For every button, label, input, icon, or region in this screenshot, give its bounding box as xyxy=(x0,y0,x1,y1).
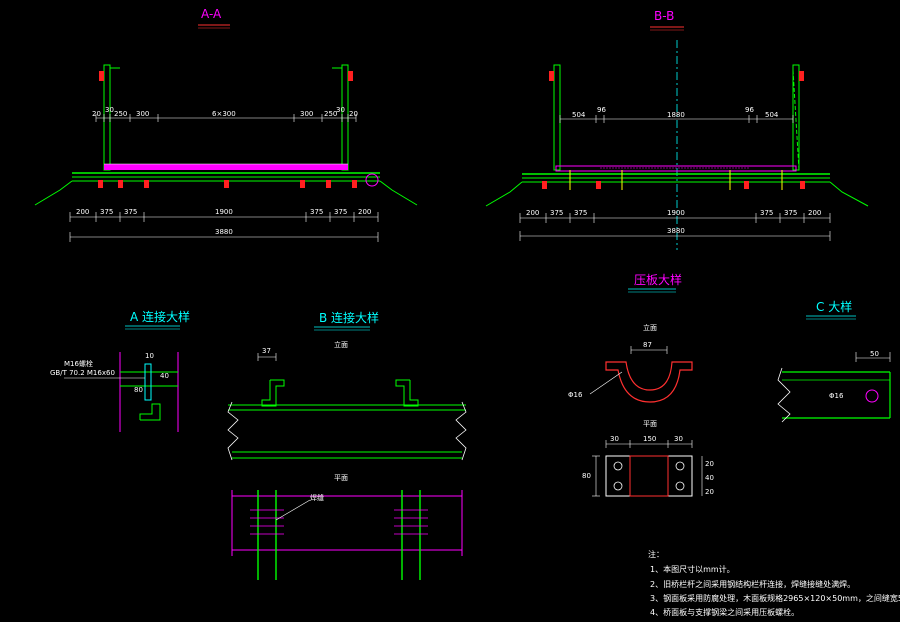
detail-c-dim: 50 xyxy=(870,350,879,358)
detail-clamp: 压板大样 立面 87 Φ16 平面 30 150 30 80 20 xyxy=(568,272,714,497)
clamp-plan-label: 平面 xyxy=(643,420,657,428)
detail-a-dim-v1: 80 xyxy=(134,386,143,394)
detail-c-title: C 大样 xyxy=(816,299,852,314)
notes: 注： 1、本图尺寸以mm计。 2、旧桥栏杆之间采用钢结构栏杆连接，焊缝接缝处满焊… xyxy=(648,549,900,617)
clamp-dim-0: 30 xyxy=(610,435,619,443)
detail-c-phi: Φ16 xyxy=(829,392,844,400)
dim-aa-t7: 30 xyxy=(336,106,345,114)
dim-bb-b6: 200 xyxy=(808,209,821,217)
dim-bb-t0: 504 xyxy=(572,111,586,119)
detail-a-dim: 10 xyxy=(145,352,154,360)
railing-left-bb xyxy=(549,64,561,171)
clamp-phi: Φ16 xyxy=(568,391,583,399)
note-4: 4、桥面板与支撑钢梁之间采用压板螺栓。 xyxy=(650,607,799,617)
dim-aa-t5: 300 xyxy=(300,110,313,118)
clamp-dim-1: 150 xyxy=(643,435,656,443)
dim-bb-t3: 96 xyxy=(745,106,754,114)
dim-aa-b1: 375 xyxy=(100,208,113,216)
detail-b-plan-label: 平面 xyxy=(334,474,348,482)
dim-bb-b5: 375 xyxy=(784,209,797,217)
section-b-b-title: B-B xyxy=(654,9,674,23)
dim-aa-b6: 200 xyxy=(358,208,371,216)
dim-bb-b2: 375 xyxy=(574,209,587,217)
dim-bb-t2: 1880 xyxy=(667,111,685,119)
detail-a-bolt-1: M16螺栓 xyxy=(64,359,93,368)
clamp-dim-r1: 20 xyxy=(705,460,714,468)
detail-a-bolt-2: GB/T 70.2 M16x60 xyxy=(50,369,115,377)
section-b-b-bottom-dims xyxy=(519,213,831,241)
dim-aa-t0: 20 xyxy=(92,110,101,118)
detail-a-title: A 连接大样 xyxy=(130,309,190,324)
detail-b-dim: 37 xyxy=(262,347,271,355)
note-1: 1、本图尺寸以mm计。 xyxy=(650,564,735,574)
detail-b: B 连接大样 立面 37 平面 xyxy=(227,310,467,580)
dim-bb-b3: 1900 xyxy=(667,209,685,217)
dim-aa-t8: 20 xyxy=(349,110,358,118)
section-a-a-top-dims xyxy=(95,114,357,122)
detail-b-title: B 连接大样 xyxy=(319,310,379,325)
dim-bb-t1: 96 xyxy=(597,106,606,114)
detail-c: C 大样 50 Φ16 xyxy=(777,299,891,423)
section-a-a-title: A-A xyxy=(201,7,222,21)
section-b-b-deck xyxy=(485,165,869,207)
dim-aa-t3: 300 xyxy=(136,110,149,118)
note-2: 2、旧桥栏杆之间采用钢结构栏杆连接，焊缝接缝处满焊。 xyxy=(650,579,855,589)
detail-b-elevation-label: 立面 xyxy=(334,340,348,349)
section-a-a: A-A 20 30 250 xyxy=(34,7,418,242)
dim-aa-b2: 375 xyxy=(124,208,137,216)
clamp-dim-v: 80 xyxy=(582,472,591,480)
note-3: 3、钢面板采用防腐处理，木面板规格2965×120×50mm，之间缝宽5mm。 xyxy=(650,593,900,603)
section-b-b-top-dims xyxy=(559,115,794,123)
section-a-a-bottom-dims xyxy=(69,212,379,242)
detail-b-weld-label: 焊缝 xyxy=(310,493,324,502)
section-a-a-deck xyxy=(34,163,418,206)
section-b-b: B-B 504 96 1880 96 504 xyxy=(485,9,869,250)
dim-aa-b0: 200 xyxy=(76,208,89,216)
dim-aa-b3: 1900 xyxy=(215,208,233,216)
clamp-dim-top: 87 xyxy=(643,341,652,349)
notes-title: 注： xyxy=(648,549,664,559)
detail-a: A 连接大样 M16螺栓 GB/T 70.2 M16x60 10 80 40 xyxy=(50,309,190,432)
dim-bb-t4: 504 xyxy=(765,111,779,119)
dim-bb-b1: 375 xyxy=(550,209,563,217)
dim-bb-b4: 375 xyxy=(760,209,773,217)
clamp-title: 压板大样 xyxy=(634,272,682,287)
dim-aa-t2: 250 xyxy=(114,110,127,118)
railing-right-bb xyxy=(792,64,804,171)
detail-a-dim-v2: 40 xyxy=(160,372,169,380)
dim-aa-t1: 30 xyxy=(105,106,114,114)
dim-aa-b4: 375 xyxy=(310,208,323,216)
clamp-dim-2: 30 xyxy=(674,435,683,443)
clamp-elevation-label: 立面 xyxy=(643,323,657,332)
dim-aa-t6: 250 xyxy=(324,110,337,118)
dim-bb-total: 3880 xyxy=(667,227,685,235)
clamp-dim-r2: 40 xyxy=(705,474,714,482)
dim-aa-t4: 6×300 xyxy=(212,110,236,118)
dim-bb-b0: 200 xyxy=(526,209,539,217)
dim-aa-total: 3880 xyxy=(215,228,233,236)
clamp-dim-r3: 20 xyxy=(705,488,714,496)
dim-aa-b5: 375 xyxy=(334,208,347,216)
